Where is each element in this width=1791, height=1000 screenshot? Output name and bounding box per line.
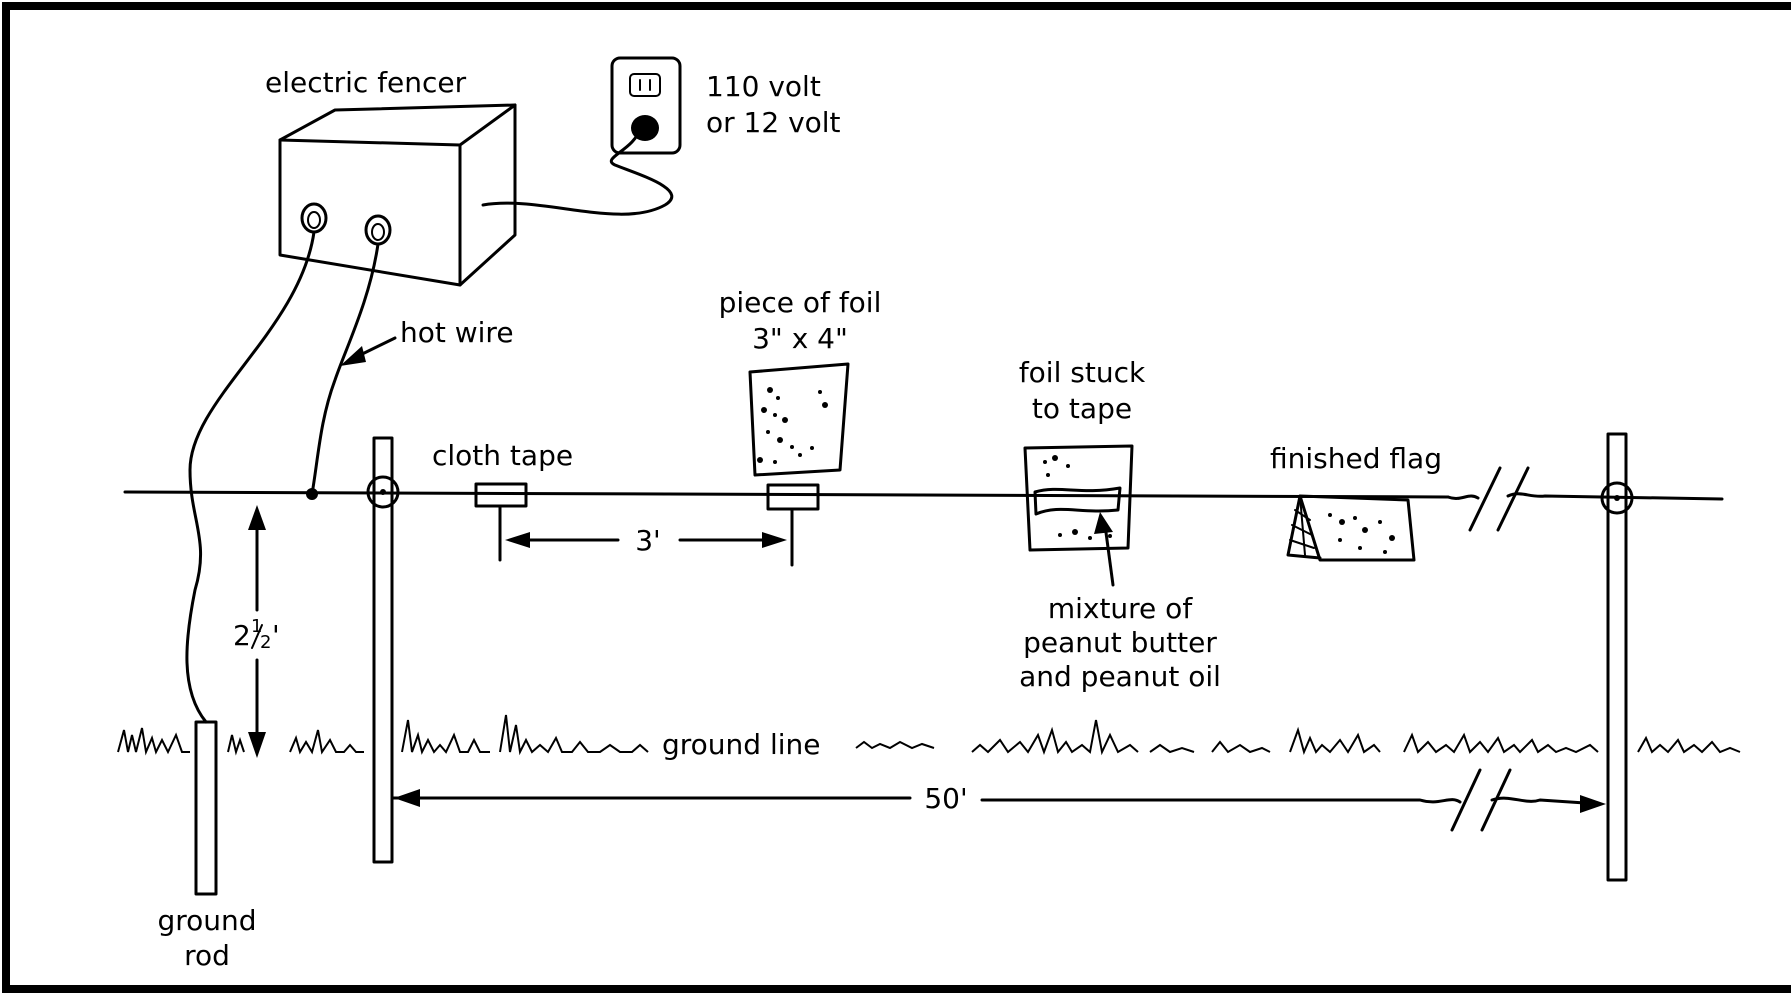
label-finished-flag: finished flag xyxy=(1270,442,1442,475)
label-height-den: 2 xyxy=(260,632,271,653)
fence-post-right xyxy=(1600,432,1634,882)
foil-tape xyxy=(766,483,820,511)
label-mixture-line2: peanut butter xyxy=(1023,626,1217,659)
wire-break-symbol xyxy=(1468,466,1530,532)
label-foil-stuck-line1: foil stuck xyxy=(1019,356,1146,389)
label-mixture-line1: mixture of xyxy=(1048,592,1194,625)
hot-wire-lead xyxy=(310,242,380,496)
hot-wire-arrow xyxy=(340,336,397,366)
label-50ft: 50' xyxy=(924,782,967,815)
fence-wire-break-left xyxy=(1446,494,1480,500)
label-ground-line: ground line xyxy=(662,728,821,761)
label-foil-stuck-line2: to tape xyxy=(1032,392,1132,425)
piece-of-foil xyxy=(748,362,850,477)
mixture-arrow xyxy=(1094,512,1115,587)
label-ground-rod-line1: ground xyxy=(157,904,256,937)
cloth-tape xyxy=(474,482,528,508)
label-3ft: 3' xyxy=(635,524,661,557)
foil-stuck-to-tape xyxy=(1023,444,1134,552)
dimension-50ft xyxy=(390,768,1606,832)
grass-ground-line xyxy=(117,714,1741,756)
label-hot-wire: hot wire xyxy=(400,316,514,349)
label-height: 2 1 2 ' xyxy=(233,616,280,653)
label-mixture-line3: and peanut oil xyxy=(1019,660,1221,693)
ground-wire xyxy=(185,230,316,724)
wall-outlet xyxy=(610,56,682,155)
dimension-height xyxy=(248,505,266,758)
label-ground-rod-line2: rod xyxy=(184,939,230,972)
power-cord xyxy=(481,126,674,216)
plug xyxy=(631,115,659,141)
label-piece-of-foil-line1: piece of foil xyxy=(719,286,882,319)
terminal-left xyxy=(300,202,328,234)
label-height-unit: ' xyxy=(272,619,280,652)
label-piece-of-foil-line2: 3" x 4" xyxy=(752,322,848,355)
terminal-right xyxy=(364,214,392,246)
fence-wire-right-segment xyxy=(1506,492,1724,501)
label-electric-fencer: electric fencer xyxy=(265,66,467,99)
label-voltage-line2: or 12 volt xyxy=(706,106,841,139)
finished-flag xyxy=(1286,494,1416,562)
fence-post-left xyxy=(366,436,400,864)
dimension-3ft xyxy=(498,504,794,567)
label-voltage-line1: 110 volt xyxy=(706,70,821,103)
electric-fencer-box xyxy=(278,103,517,287)
fence-wire xyxy=(123,490,1450,499)
ground-rod xyxy=(194,720,218,896)
label-height-num: 1 xyxy=(251,616,262,637)
label-cloth-tape: cloth tape xyxy=(432,439,573,472)
label-height-main: 2 xyxy=(233,619,251,652)
